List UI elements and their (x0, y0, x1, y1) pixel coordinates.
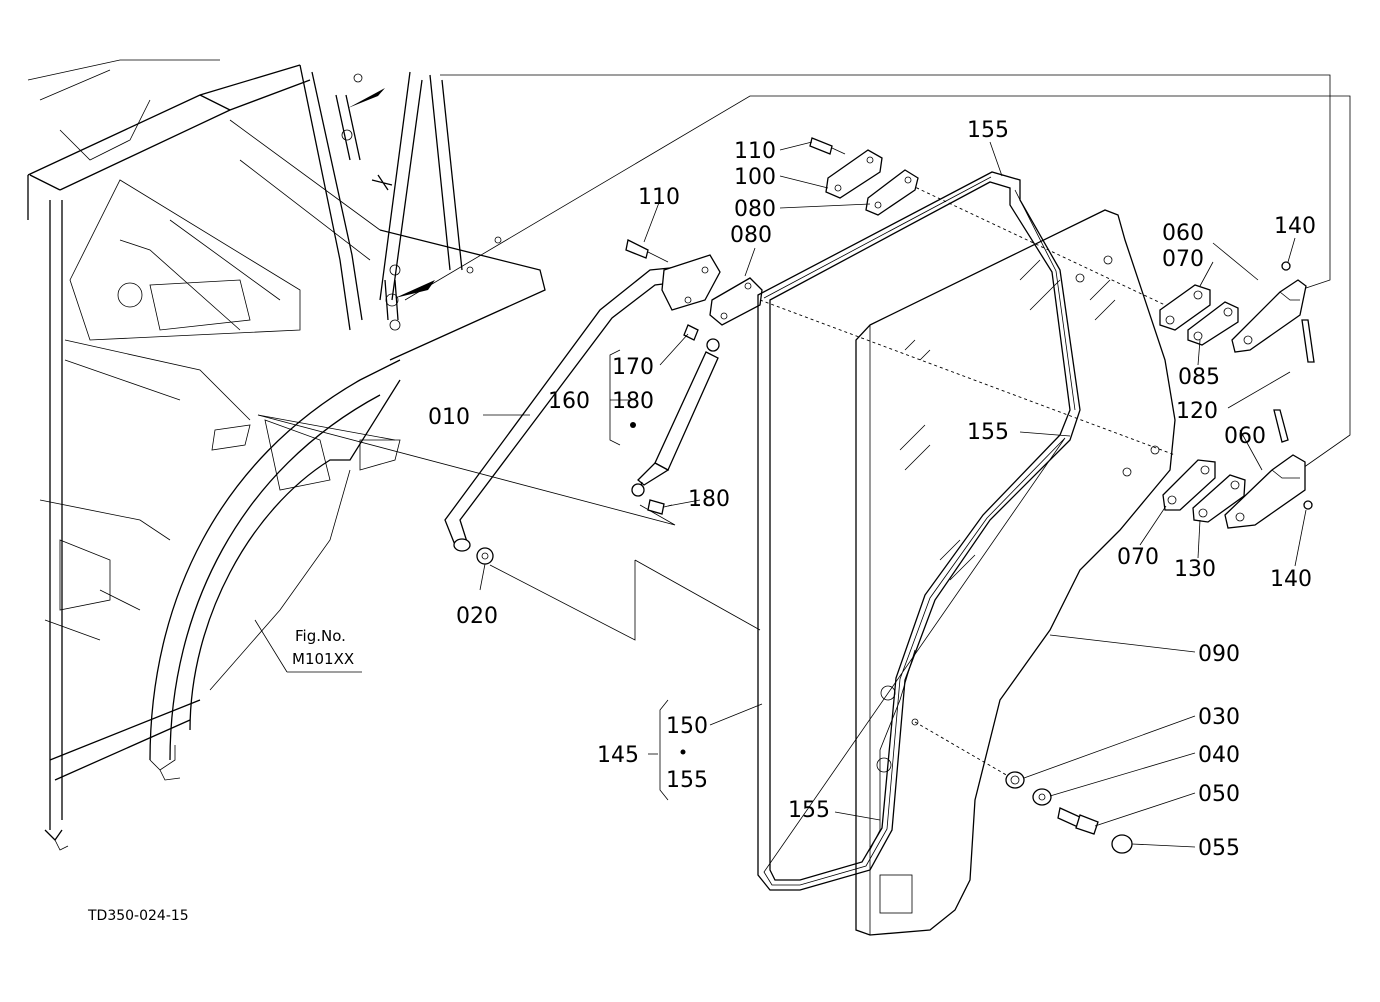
callout-155-top: 155 (967, 118, 1009, 143)
callout-060-upper: 060 (1162, 221, 1204, 246)
callout-170: 170 (612, 355, 654, 380)
hinge-lower (1162, 409, 1313, 529)
figure-ref-line2: M101XX (292, 650, 354, 668)
callout-150: 150 (666, 714, 708, 739)
door-seal (757, 171, 1081, 891)
callout-130: 130 (1174, 557, 1216, 582)
figure-reference: Fig.No. M101XX (254, 619, 362, 673)
callout-labels: 010 020 170 160 180 180 110 080 110 100 … (428, 118, 1316, 861)
alignment-lines (759, 179, 1176, 781)
callout-155-bottom: 155 (788, 798, 830, 823)
callout-040: 040 (1198, 743, 1240, 768)
callout-110-left: 110 (638, 185, 680, 210)
callout-070-lower: 070 (1117, 545, 1159, 570)
callout-160: 160 (548, 389, 590, 414)
callout-120: 120 (1176, 399, 1218, 424)
callout-080-top: 080 (734, 197, 776, 222)
figure-ref-line1: Fig.No. (295, 627, 346, 645)
cab-frame (27, 59, 546, 851)
callout-010: 010 (428, 405, 470, 430)
gas-strut (630, 324, 720, 515)
handle-bar (444, 264, 701, 565)
callout-050: 050 (1198, 782, 1240, 807)
callout-110-top: 110 (734, 139, 776, 164)
callout-145: 145 (597, 743, 639, 768)
hinge-bracket-left (625, 239, 763, 326)
door-glass (855, 209, 1176, 936)
callout-090: 090 (1198, 642, 1240, 667)
callout-140-upper: 140 (1274, 214, 1316, 239)
drawing-code: TD350-024-15 (87, 908, 189, 924)
callout-030: 030 (1198, 705, 1240, 730)
callout-055: 055 (1198, 836, 1240, 861)
lower-fasteners (1005, 771, 1133, 854)
callout-060-lower: 060 (1224, 424, 1266, 449)
callout-085: 085 (1178, 365, 1220, 390)
reference-lines (257, 74, 1351, 641)
hinge-upper (809, 137, 1315, 363)
callout-140-lower: 140 (1270, 567, 1312, 592)
callout-180-kit: 180 (612, 389, 654, 414)
callout-020: 020 (456, 604, 498, 629)
callout-155-kit: 155 (666, 768, 708, 793)
callout-100: 100 (734, 165, 776, 190)
callout-180: 180 (688, 487, 730, 512)
callout-155-mid: 155 (967, 420, 1009, 445)
callout-070-upper: 070 (1162, 247, 1204, 272)
callout-080-left: 080 (730, 223, 772, 248)
leader-lines (479, 141, 1307, 848)
